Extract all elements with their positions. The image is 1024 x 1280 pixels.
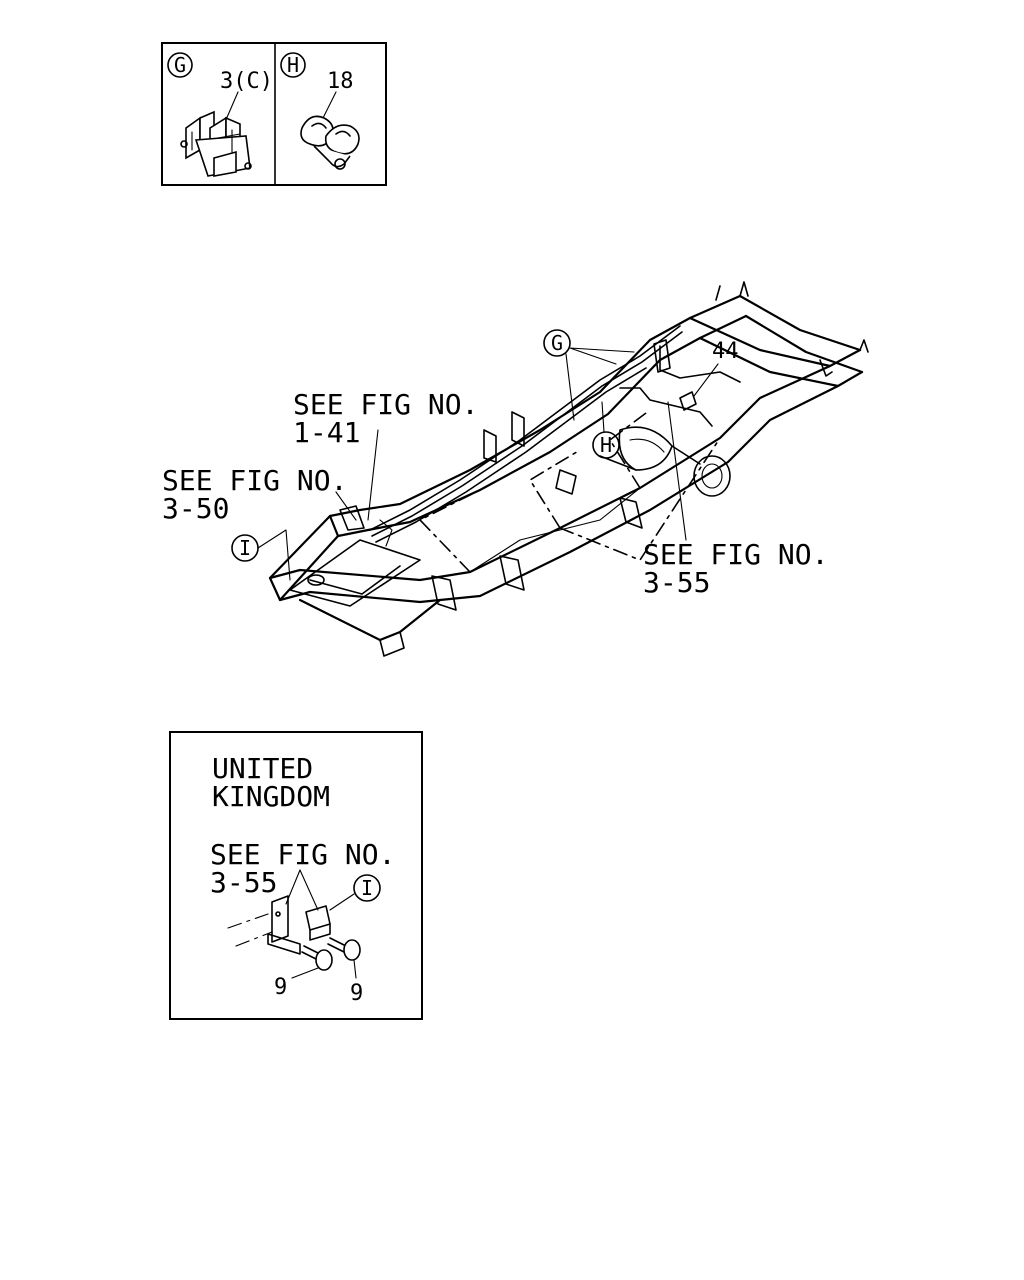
rear-bracket: [653, 339, 671, 373]
ref-3-55-line2: 3-55: [643, 566, 710, 599]
mid-crossmember-3: [609, 409, 651, 489]
left-rail-top: [268, 348, 862, 582]
part-44-leader: [693, 363, 719, 397]
clip-18-icon: [300, 115, 360, 170]
bolt-label-left: 9: [274, 975, 287, 1000]
front-cross-plate: [289, 539, 421, 607]
clip-3c-icon: [180, 110, 252, 177]
inset-g-marker-circle: [167, 52, 193, 78]
front-mount: [339, 505, 365, 531]
main-h-marker: H: [600, 433, 612, 457]
uk-region-line2: KINGDOM: [212, 780, 330, 813]
uk-i-marker: I: [361, 876, 373, 900]
right-rail-top: [328, 294, 742, 518]
inset-clip-detail: G 3(C) H 18: [161, 42, 387, 186]
rear-axle: [599, 426, 731, 497]
front-lower-crossmember: [298, 598, 442, 642]
body-mount-5: [619, 497, 643, 529]
ref-3-50-line1: SEE FIG NO.: [162, 464, 347, 497]
main-i-leader: [257, 529, 291, 581]
ref-1-41-line1: SEE FIG NO.: [293, 388, 478, 421]
uk-inset-border: [169, 731, 423, 1020]
bolt-left-icon: [301, 945, 333, 971]
harness-line-2: [371, 331, 683, 537]
uk-ref-line1: SEE FIG NO.: [210, 838, 395, 871]
brake-line-rear-2: [659, 345, 741, 383]
inset-g-leader: [224, 91, 239, 123]
harness-line-3: [375, 367, 647, 543]
uk-inset: UNITED KINGDOM SEE FIG NO. 3-55 I 9: [169, 731, 423, 1020]
part-44-label: 44: [712, 339, 739, 364]
right-rail-bottom: [336, 314, 748, 538]
ref-1-41-leader: [367, 429, 379, 521]
front-crossmember: [268, 514, 340, 602]
rear-hanger: [819, 359, 833, 377]
ref-1-41-line2: 1-41: [293, 416, 360, 449]
bolt-right-leader: [353, 959, 357, 979]
body-mount-1: [511, 411, 525, 447]
floor-dashed: [559, 437, 721, 561]
rear-crossmember-bottom: [698, 336, 840, 388]
ref-3-50-line2: 3-50: [162, 492, 229, 525]
main-h-marker-circle: [592, 431, 620, 459]
rear-tabs: [715, 281, 869, 353]
brake-line-rear: [619, 387, 713, 427]
front-cross-edge: [309, 565, 401, 595]
harness-clip-front: [379, 519, 393, 547]
ref-3-55-line1: SEE FIG NO.: [643, 538, 828, 571]
uk-i-marker-circle: [353, 874, 381, 902]
uk-bracket-assembly: [227, 895, 331, 955]
inset-g-part-label: 3(C): [220, 69, 273, 94]
uk-region-line1: UNITED: [212, 752, 313, 785]
body-mount-2: [483, 429, 497, 463]
main-g-marker-circle: [543, 329, 571, 357]
bolt-left-leader: [291, 967, 319, 979]
uk-i-leader: [329, 893, 355, 911]
inset-g-marker: G: [174, 53, 186, 77]
inset-h-leader: [321, 91, 337, 121]
rear-crossmember-top: [688, 316, 832, 368]
inset-h-marker-circle: [280, 52, 306, 78]
inset-h-marker: H: [287, 53, 299, 77]
inset-border: [161, 42, 387, 186]
main-labels: G H 44 SEE FIG NO. 1-41 SEE FIG NO. 3-50…: [162, 329, 828, 599]
body-mount-3: [499, 555, 525, 591]
rear-end-bottom: [744, 314, 864, 374]
bracket-44: [679, 391, 697, 411]
uk-ref-line2: 3-55: [210, 866, 277, 899]
bolt-right-icon: [327, 937, 361, 961]
mid-bracket: [555, 469, 577, 495]
front-bracket: [379, 631, 405, 657]
ref-3-50-leader: [335, 491, 357, 521]
front-hole: [307, 574, 325, 586]
ref-3-55-leader: [667, 401, 687, 541]
body-mount-4: [431, 575, 457, 611]
rear-end-top: [738, 294, 862, 352]
main-i-marker: I: [239, 536, 251, 560]
bolt-label-right: 9: [350, 981, 363, 1006]
uk-ref-leaders: [285, 869, 319, 911]
main-h-leader: [601, 401, 605, 433]
main-g-marker: G: [551, 331, 563, 355]
floor-line: [469, 487, 641, 573]
harness-line-1: [369, 325, 681, 531]
chassis-frame: [268, 281, 869, 657]
inset-h-part-label: 18: [327, 69, 354, 94]
mid-crossmember-2: [529, 449, 581, 529]
main-g-leaders: [565, 347, 635, 421]
